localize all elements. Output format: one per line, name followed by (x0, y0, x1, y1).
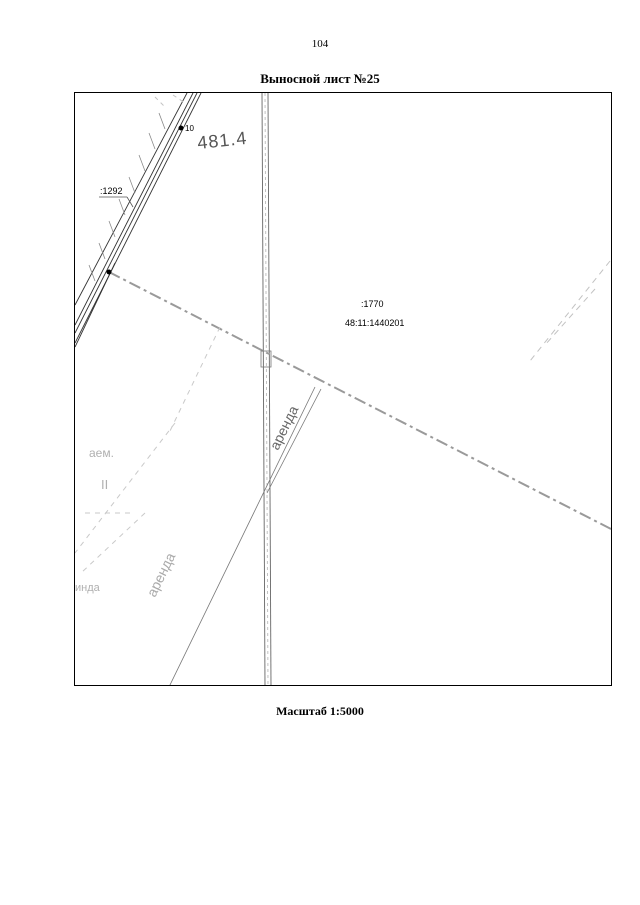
faded-dashed-right (529, 260, 611, 362)
survey-point-9 (106, 269, 112, 275)
page-number: 104 (311, 38, 329, 50)
vertical-road-lines (261, 93, 272, 685)
faded-fragments (154, 94, 186, 108)
crossing-marker (260, 350, 272, 368)
cadastral-number-label: 48:11:1440201 (345, 318, 404, 328)
faded-dashed-left (75, 326, 221, 574)
elevation-label: 481.4 (196, 128, 248, 153)
lease-label-1: аренда (266, 403, 301, 452)
parcel-boundary-dashed (108, 271, 611, 531)
faded-label-2: II (101, 477, 108, 492)
point-10-label: 10 (185, 124, 194, 133)
survey-point-10 (178, 125, 184, 131)
lease-boundary-lines (169, 386, 322, 685)
sheet-title: Выносной лист №25 (260, 71, 380, 86)
diagonal-road-hatch (88, 112, 166, 282)
parcel-1770-label: :1770 (361, 299, 384, 309)
diagonal-road-lines (75, 93, 202, 348)
parcel-1292-leader (99, 196, 134, 208)
parcel-1292-label: :1292 (100, 186, 123, 196)
cadastral-map: 10 481.4 :1292 :1770 48:11:1440201 аренд… (75, 93, 611, 685)
faded-label-1: аем. (89, 446, 114, 460)
faded-label-3: инда (75, 582, 101, 594)
lease-label-2: аренда (143, 550, 178, 599)
scale-caption: Масштаб 1:5000 (276, 704, 364, 718)
map-frame: 10 481.4 :1292 :1770 48:11:1440201 аренд… (74, 92, 612, 686)
